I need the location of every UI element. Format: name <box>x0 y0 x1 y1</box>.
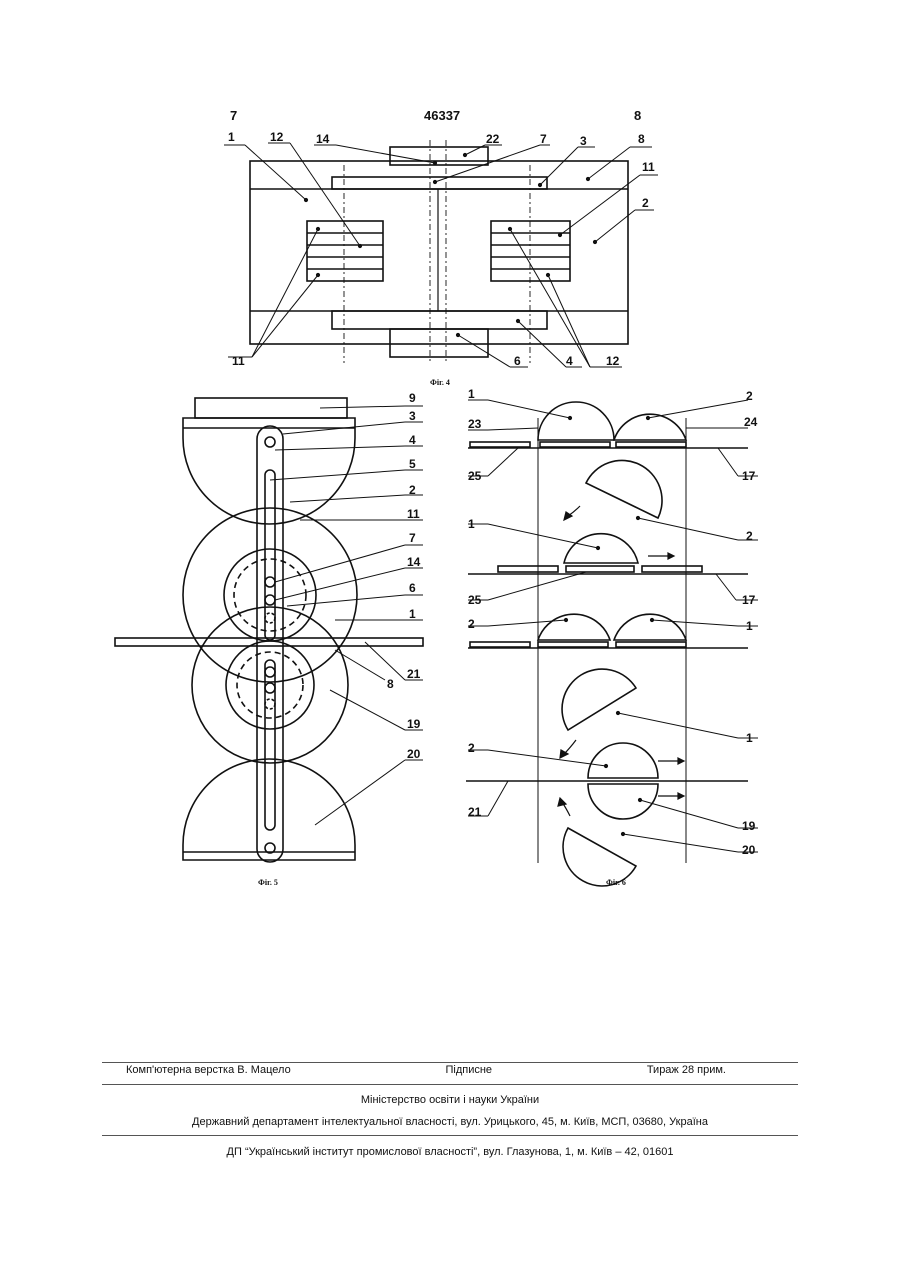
label: 17 <box>742 469 756 483</box>
label: 20 <box>742 843 756 857</box>
patent-number: 46337 <box>424 108 460 123</box>
figure-caption: Фіг. 4 <box>430 378 450 387</box>
label: 1 <box>746 731 753 745</box>
label: 11 <box>407 507 420 521</box>
footer-rule-mid <box>102 1084 798 1085</box>
label: 2 <box>746 529 753 543</box>
label: 3 <box>580 134 587 148</box>
label: 6 <box>514 354 521 368</box>
footer-imprint-row: Комп'ютерна верстка В. Мацело Підписне Т… <box>102 1064 798 1076</box>
label: 12 <box>270 130 284 144</box>
figure-5: 9 3 4 5 2 11 7 14 6 1 21 8 19 20 Фіг. 5 <box>105 390 435 895</box>
footer-ministry: Міністерство освіти і науки України <box>102 1094 798 1106</box>
label: 21 <box>468 805 482 819</box>
label: 2 <box>468 617 475 631</box>
figure-caption: Фіг. 6 <box>606 878 626 887</box>
label: 11 <box>642 160 655 174</box>
label: 23 <box>468 417 482 431</box>
footer-rule-top <box>102 1062 798 1063</box>
label: 7 <box>409 531 416 545</box>
label: 11 <box>232 354 245 368</box>
footer-signed: Підписне <box>445 1064 492 1076</box>
label: 1 <box>468 388 475 401</box>
label: 2 <box>642 196 649 210</box>
label: 2 <box>468 741 475 755</box>
label: 1 <box>468 517 475 531</box>
label: 12 <box>606 354 620 368</box>
label: 1 <box>409 607 416 621</box>
page-number-right: 8 <box>634 108 641 123</box>
label: 4 <box>566 354 573 368</box>
label: 24 <box>744 415 758 429</box>
label: 2 <box>746 389 753 403</box>
footer-institute: ДП “Український інститут промислової вла… <box>102 1146 798 1158</box>
label: 5 <box>409 457 416 471</box>
label: 22 <box>486 132 500 146</box>
label: 1 <box>228 130 235 144</box>
label: 21 <box>407 667 421 681</box>
label: 19 <box>407 717 421 731</box>
label: 3 <box>409 409 416 423</box>
label: 14 <box>407 555 421 569</box>
label: 17 <box>742 593 756 607</box>
label: 20 <box>407 747 421 761</box>
footer-layout: Комп'ютерна верстка В. Мацело <box>126 1064 291 1076</box>
label: 9 <box>409 391 416 405</box>
footer-circulation: Тираж 28 прим. <box>647 1064 726 1076</box>
label: 19 <box>742 819 756 833</box>
label: 2 <box>409 483 416 497</box>
figure-caption: Фіг. 5 <box>258 878 278 887</box>
label: 25 <box>468 593 482 607</box>
label: 6 <box>409 581 416 595</box>
label: 1 <box>746 619 753 633</box>
label: 8 <box>638 132 645 146</box>
footer-rule-bottom <box>102 1135 798 1136</box>
label: 8 <box>387 677 394 691</box>
label: 25 <box>468 469 482 483</box>
label: 7 <box>540 132 547 146</box>
figure-4: 1 12 14 22 7 3 8 11 2 11 6 4 12 Фіг. 4 <box>210 125 670 390</box>
footer-department: Державний департамент інтелектуальної вл… <box>102 1116 798 1128</box>
label: 14 <box>316 132 330 146</box>
label: 4 <box>409 433 416 447</box>
figure-6: 1 2 23 24 25 17 1 2 25 17 2 1 1 2 21 19 … <box>458 388 768 893</box>
page-number-left: 7 <box>230 108 237 123</box>
